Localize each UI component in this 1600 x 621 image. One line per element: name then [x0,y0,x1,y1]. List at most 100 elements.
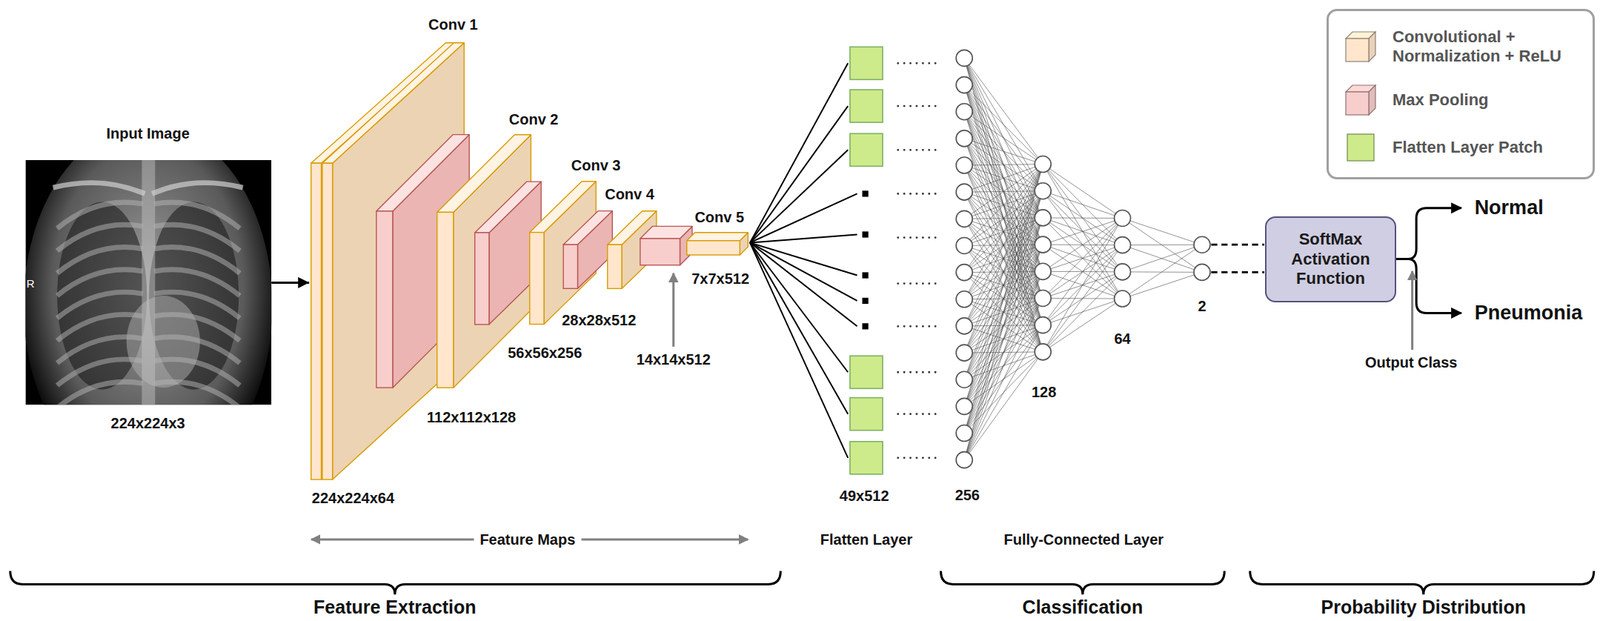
neuron [1193,236,1211,253]
neuron [955,103,973,121]
legend-text: Flatten Layer Patch [1392,137,1586,158]
max-pooling-block [563,211,613,290]
swatch-front [1345,38,1369,62]
softmax-box: SoftMax Activation Function [1265,216,1396,303]
dimension-label: 112x112x128 [426,409,516,427]
flatten-line [749,242,858,301]
neuron [1034,263,1051,280]
neuron-link [964,85,1043,272]
neuron-link [964,164,1043,407]
neuron-link [1042,271,1123,353]
node-heading: Conv 4 [604,185,655,203]
slab-front [606,244,622,289]
neuron-link [1042,217,1123,299]
output-brace [1408,259,1462,314]
max-pooling-block [639,226,692,266]
neuron-link [964,138,1043,218]
neuron-link [964,111,1043,165]
neuron-link [1042,217,1123,298]
neuron [1034,183,1051,200]
flatten-line [749,242,858,327]
connector-arrow [271,281,310,284]
dimension-label: 14x14x512 [636,350,711,368]
neuron-link [964,111,1043,192]
conv-drawing [684,230,750,258]
neuron [1034,343,1051,361]
slab-top [686,232,749,241]
flatten-patch [850,397,883,431]
dimension-label: 224x224x3 [111,415,186,433]
swatch-side [1368,31,1376,62]
legend-text: Convolutional + Normalization + ReLU [1392,27,1586,67]
section-bracket [941,571,1226,596]
neuron-link [1042,164,1123,246]
neuron [955,317,973,335]
section-label: Probability Distribution [1321,596,1526,619]
section-bracket [10,571,782,596]
legend-text: Max Pooling [1392,90,1586,110]
neuron-link [964,271,1043,460]
neuron [1193,263,1211,281]
neuron [1034,156,1051,173]
node-heading: Conv 5 [694,208,745,227]
neuron-link [1122,217,1203,245]
neuron-link [1042,298,1123,353]
layer-label: Fully-Connected Layer [1003,531,1164,549]
flatten-patch [850,441,883,475]
neuron [955,210,973,227]
neuron-link [1042,217,1123,325]
callout-arrow [1411,271,1414,350]
class-label: Normal [1474,196,1544,220]
neuron [955,183,973,201]
dotted-leader [898,148,937,152]
neuron [955,264,973,281]
neuron-link [1042,191,1123,219]
dimension-label: 7x7x512 [691,269,750,287]
slab-front [474,232,489,325]
layer-size: 64 [1113,330,1131,348]
neuron [1114,290,1131,307]
xray-rib [154,381,241,405]
neuron-link [964,111,1043,218]
box-text: SoftMax Activation Function [1273,229,1387,289]
layer-size: 2 [1197,297,1206,315]
legend-row: Convolutional + Normalization + ReLU [1343,17,1586,77]
neuron [955,344,973,361]
class-label: Pneumonia [1474,301,1583,325]
layer-label: Flatten Layer [820,531,913,549]
neuron [1114,209,1131,227]
neuron-link [1042,164,1123,219]
dotted-leader [898,236,937,239]
neuron-link [1122,244,1203,272]
input-image: Input Image [25,160,272,405]
neuron-link [964,164,1043,461]
dotted-leader [898,62,937,65]
legend-box: Convolutional + Normalization + ReLU Max … [1326,8,1595,180]
ellipsis-dot [861,271,868,278]
dotted-leader [898,105,937,108]
node-heading: Conv 2 [509,111,559,129]
section-label: Feature Extraction [313,596,477,619]
dotted-leader [898,282,937,285]
neuron-link [964,164,1043,381]
swatch-front [1347,134,1374,161]
neuron [955,157,973,174]
xray-rib [57,381,144,405]
flatten-patch [850,133,883,167]
neuron-link [964,85,1043,192]
neuron-link [1042,217,1123,272]
flatten-patch [850,355,883,389]
neuron [955,237,973,254]
neuron-link [1042,217,1123,352]
dimension-label: 224x224x64 [311,489,395,507]
slab-top [474,181,541,233]
neuron [1034,236,1051,253]
xray-spine [141,160,155,405]
neuron [955,452,973,469]
xray-lung [57,201,147,390]
dimension-label: 49x512 [839,487,890,505]
conv-drawing [527,179,615,327]
arrows-brackets [10,208,1595,596]
neuron [955,371,973,388]
neuron-link [1042,164,1123,272]
